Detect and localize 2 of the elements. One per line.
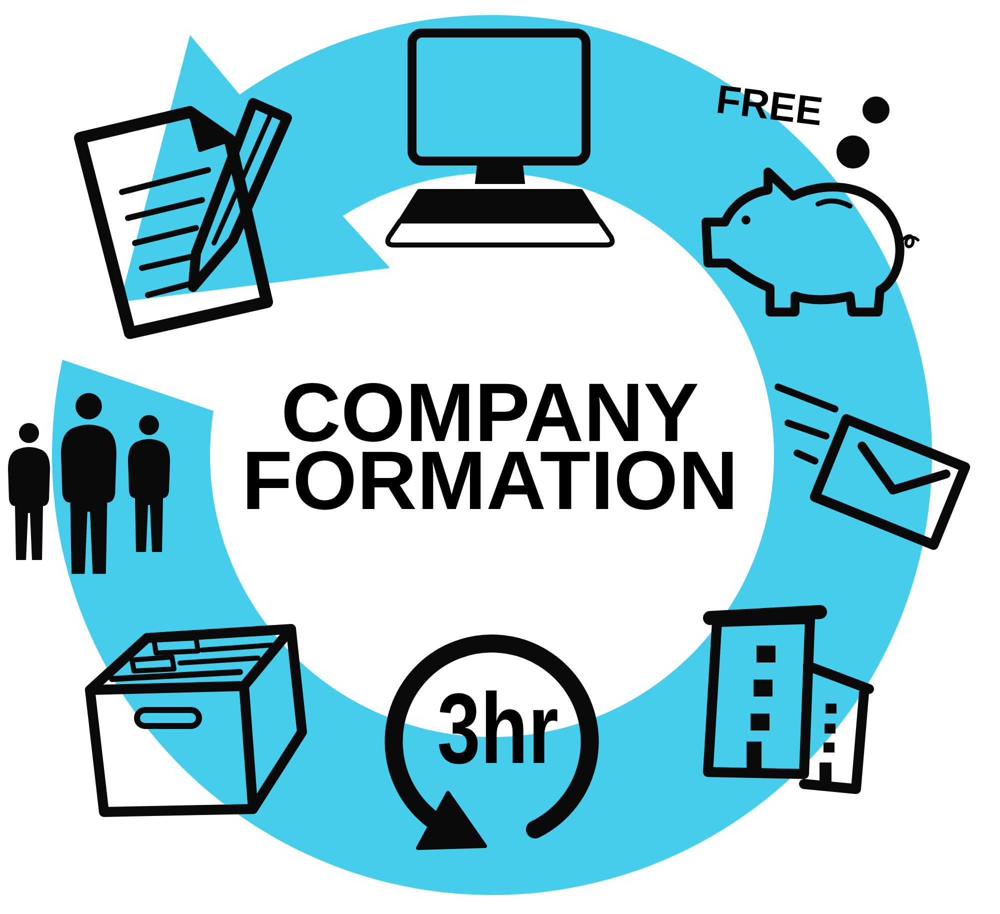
free-text: FREE <box>714 80 825 132</box>
title-text: COMPANY FORMATION <box>240 379 740 515</box>
